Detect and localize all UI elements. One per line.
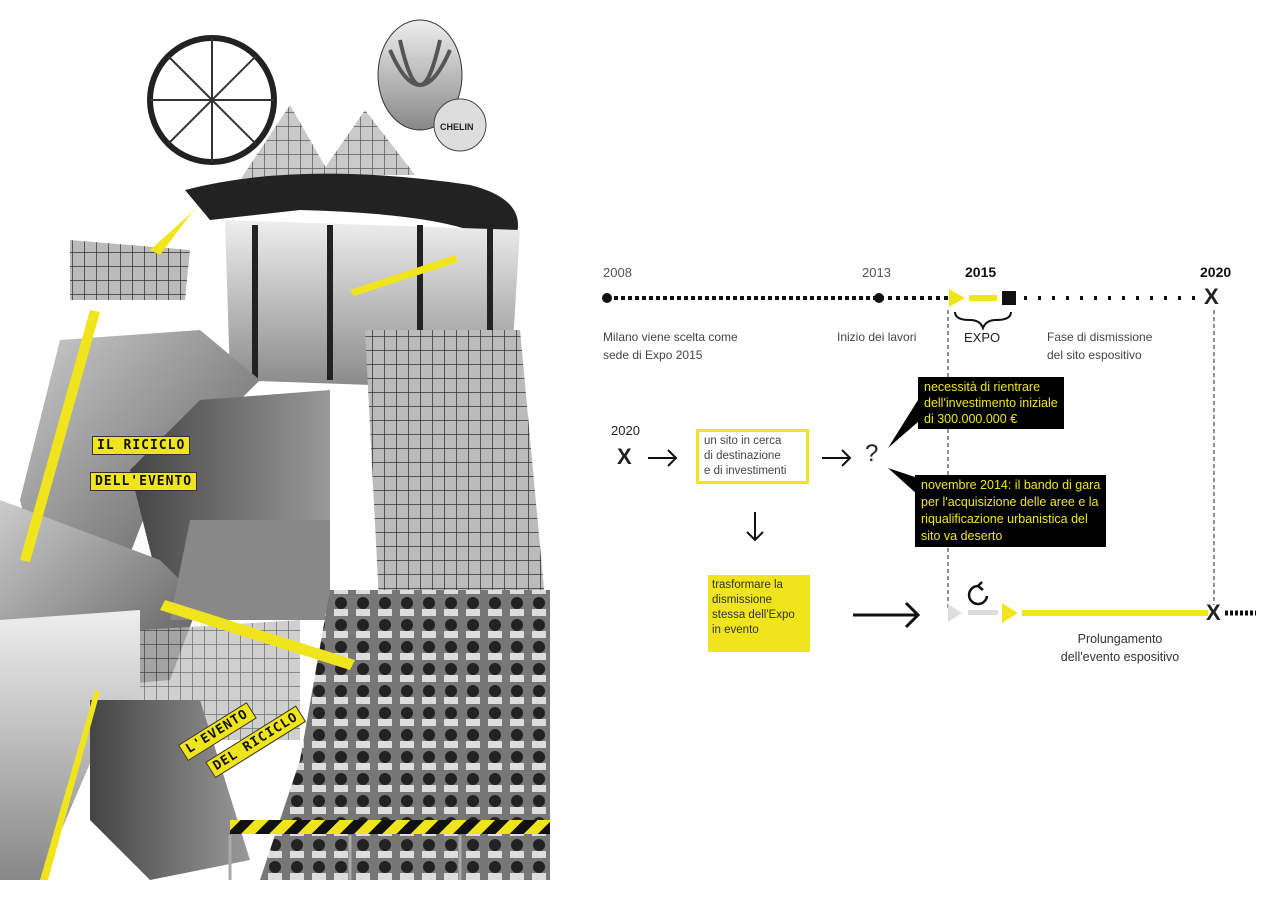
timeline-dot-2008: [602, 293, 612, 303]
bubble-pointer-bottom: [888, 468, 918, 495]
balloon-text: CHELIN: [440, 122, 474, 132]
year-2020: 2020: [1200, 264, 1232, 280]
flow-year-2020: 2020: [611, 423, 640, 438]
hot-air-balloon: [377, 19, 463, 131]
timeline-end-x: X: [1204, 284, 1219, 309]
label-dell-evento: DELL'EVENTO: [90, 472, 198, 491]
caption-lavori: Inizio dei lavori: [837, 330, 917, 344]
flow-end-x: X: [1206, 600, 1221, 625]
question-mark: ?: [865, 440, 879, 467]
prolong-bar: [1022, 610, 1208, 616]
arrow-right-big: [853, 601, 921, 629]
barrier-stripes: [230, 820, 550, 834]
caption-expo: EXPO: [964, 330, 1001, 345]
flow-start-x: X: [617, 444, 632, 469]
expo-start-arrow: [949, 289, 965, 307]
collage-shapes: CHELIN: [0, 19, 550, 880]
cycle-icon: [967, 581, 989, 606]
bubble-pointer-top: [888, 400, 918, 448]
arrow-right-2: [822, 449, 852, 467]
expo-end-square: [1002, 291, 1016, 305]
expo-brace: [954, 311, 1012, 331]
timeline-dot-2013: [874, 293, 884, 303]
label-il-riciclo: IL RICICLO: [92, 436, 191, 455]
year-2015: 2015: [965, 264, 997, 280]
year-2008: 2008: [603, 265, 632, 280]
year-2013: 2013: [862, 265, 891, 280]
arrow-down: [746, 512, 764, 542]
arrow-right-1: [648, 449, 678, 467]
photo-collage: CHELIN IL RICICLO DELL'EVENTO L'EVENTO D…: [0, 0, 560, 907]
